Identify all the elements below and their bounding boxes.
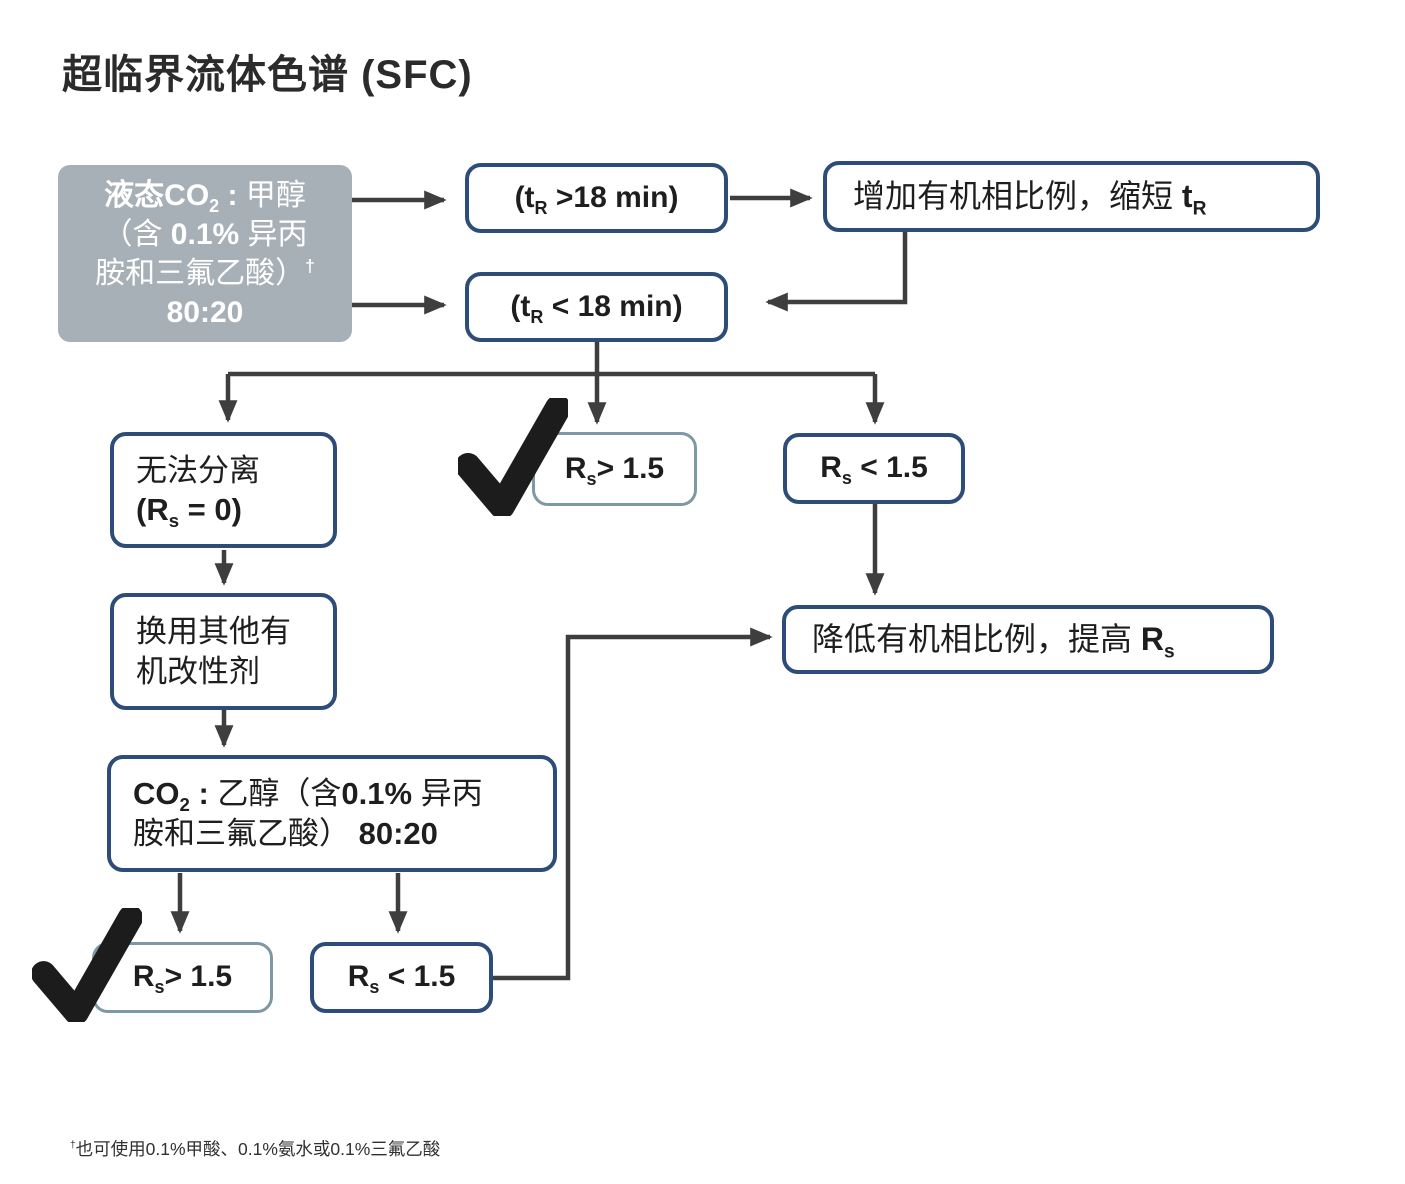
node-switch-modifier: 换用其他有机改性剂 [110, 593, 337, 710]
footnote: †也可使用0.1%甲酸、0.1%氨水或0.1%三氟乙酸 [70, 1139, 441, 1159]
node-rs-low-bottom: Rs < 1.5 [310, 942, 493, 1013]
arrow-increase-to-tr-lt18 [765, 232, 908, 312]
branch-distributor-line [228, 342, 875, 377]
node-rs-low-top: Rs < 1.5 [783, 433, 965, 504]
node-tr-gt18: (tR >18 min) [465, 163, 728, 233]
node-co2-ethanol: CO2 : 乙醇（含0.1% 异丙胺和三氟乙酸） 80:20 [107, 755, 557, 872]
node-increase-organic: 增加有机相比例，缩短 tR [823, 161, 1320, 232]
node-rs-ok-bottom: Rs> 1.5 [92, 942, 273, 1013]
node-no-separation: 无法分离(Rs = 0) [110, 432, 337, 548]
node-decrease-organic: 降低有机相比例，提高 Rs [782, 605, 1274, 674]
node-mobile-phase-source: 液态CO2 : 甲醇（含 0.1% 异丙胺和三氟乙酸）†80:20 [58, 165, 352, 342]
page-title: 超临界流体色谱 (SFC) [62, 53, 473, 97]
node-tr-lt18: (tR < 18 min) [465, 272, 728, 342]
node-rs-ok-mid: Rs> 1.5 [532, 432, 697, 506]
